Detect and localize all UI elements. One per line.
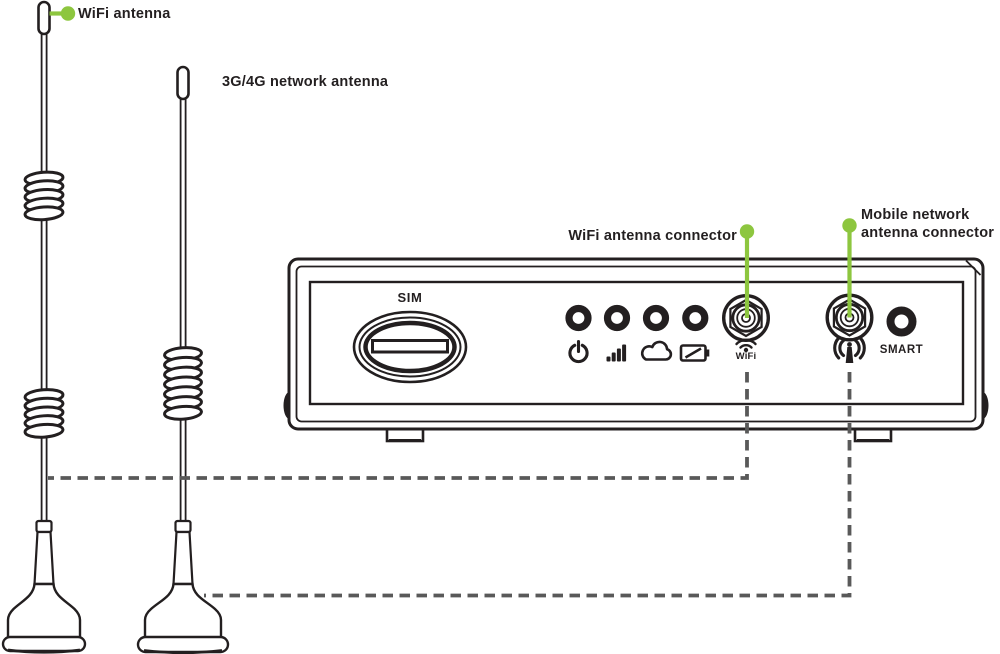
callout-markers [49,6,857,318]
wifi-antenna-label: WiFi antenna [78,6,171,22]
power-icon [568,339,589,364]
network-antenna-coil [163,346,203,421]
mobile-connector-label: Mobile network antenna connector [861,206,994,242]
status-leds [565,304,709,332]
sim-slot-opening [371,339,449,354]
mobile-connector-label-line2: antenna connector [861,225,995,241]
wifi-antenna-rod [40,27,48,525]
cloud-led [642,304,670,332]
power-led [565,304,592,332]
mobile-antenna-icon [833,336,866,363]
sim-slot-label: SIM [397,290,423,305]
network-antenna-illustration [136,65,230,654]
wifi-antenna-tip [37,0,51,36]
mobile-connector-label-line1: Mobile network [861,207,970,223]
signal-strength-icon [606,344,627,362]
wifi-antenna-illustration [1,0,87,654]
battery-led [682,304,709,332]
network-antenna-rod [179,95,187,525]
smart-led [886,306,917,337]
network-antenna-label: 3G/4G network antenna [222,74,389,90]
wifi-connection-dashed-line [48,372,749,480]
wifi-connector-label: WiFi antenna connector [568,228,737,244]
wifi-port-label: WiFi [735,351,757,362]
network-antenna-tip [176,65,190,101]
cloud-icon [640,340,673,361]
mobile-connection-dashed-line [204,372,852,598]
case-corner-fold [965,259,982,276]
device-feet [385,426,893,443]
router-device [283,257,989,443]
sim-slot [352,310,468,384]
wifi-antenna-callout [49,6,76,21]
connection-lines [48,372,852,598]
wifi-connector-callout [739,224,755,318]
wifi-icon [735,338,757,353]
wifi-antenna-coil-lower [23,388,65,439]
battery-icon [679,344,710,362]
mobile-connector-callout [842,218,857,318]
wifi-antenna-base [1,519,87,654]
wifi-antenna-coil-upper [23,170,65,222]
smart-led-label: SMART [879,344,924,356]
signal-led [603,304,631,332]
network-antenna-base [136,519,230,654]
